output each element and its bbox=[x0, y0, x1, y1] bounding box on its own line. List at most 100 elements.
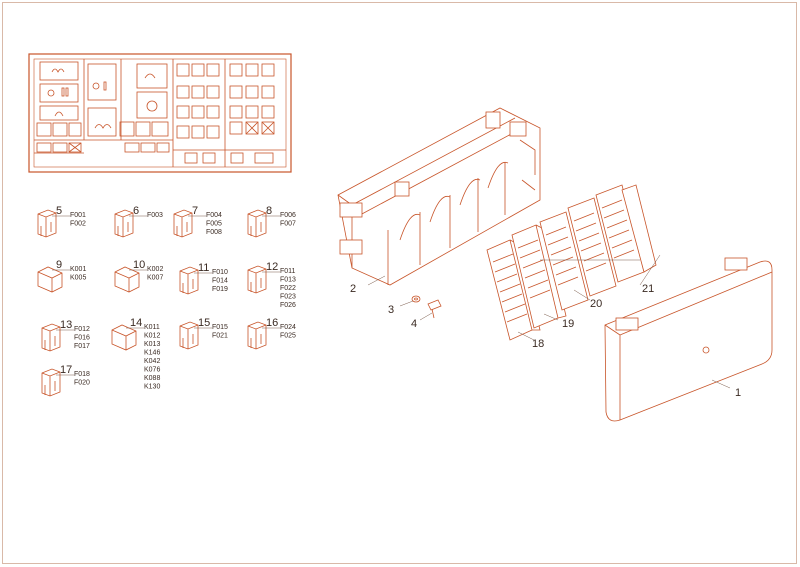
fuse-group-number: 7 bbox=[192, 205, 198, 217]
nut bbox=[411, 295, 421, 303]
light-icon bbox=[146, 100, 158, 112]
terminal-block-21 bbox=[595, 184, 657, 283]
fuse-code: K130 bbox=[144, 384, 160, 391]
fuse-code: K001 bbox=[70, 266, 86, 273]
fuse-code: F008 bbox=[206, 229, 222, 236]
fuse-code: K013 bbox=[144, 341, 160, 348]
fuse-code: K007 bbox=[147, 275, 163, 282]
relay-icon bbox=[37, 266, 63, 293]
fuse-box-cover bbox=[604, 257, 773, 422]
fuse-code: K076 bbox=[144, 367, 160, 374]
fuse-group-number: 6 bbox=[133, 205, 139, 217]
fuse-group-number: 11 bbox=[198, 262, 209, 274]
fuse-code: K002 bbox=[147, 266, 163, 273]
fuse-code: F021 bbox=[212, 333, 228, 340]
fuse-group-number: 16 bbox=[266, 317, 278, 329]
relay-icon bbox=[111, 324, 137, 351]
callout-2: 2 bbox=[350, 283, 356, 295]
fuse-code: F022 bbox=[280, 285, 296, 292]
callout-3: 3 bbox=[388, 304, 394, 316]
fuse-icon bbox=[247, 265, 267, 294]
callout-labels: 1 2 3 4 18 19 20 21 bbox=[350, 283, 741, 399]
fuse-group-number: 14 bbox=[130, 317, 142, 329]
callout-18: 18 bbox=[532, 338, 544, 350]
bolt bbox=[427, 299, 442, 319]
fuse-icon bbox=[247, 321, 267, 350]
fuse-group-number: 13 bbox=[60, 319, 72, 331]
callout-21: 21 bbox=[642, 283, 654, 295]
leader-lines bbox=[367, 254, 731, 389]
fuse-code: F003 bbox=[147, 212, 163, 219]
fuse-legend-card bbox=[28, 53, 292, 173]
callout-4: 4 bbox=[411, 318, 417, 330]
fuse-code: F010 bbox=[212, 269, 228, 276]
fuse-icon bbox=[37, 209, 57, 238]
callout-1: 1 bbox=[735, 387, 741, 399]
terminal-block-20 bbox=[539, 197, 617, 311]
fuse-code: F017 bbox=[74, 343, 90, 350]
legend-icon-grid-right bbox=[229, 63, 275, 164]
fuse-box-frame bbox=[337, 107, 541, 286]
fuse-code: F025 bbox=[280, 333, 296, 340]
fuse-code: F012 bbox=[74, 326, 90, 333]
fuse-code: F007 bbox=[280, 221, 296, 228]
fuse-code: F005 bbox=[206, 221, 222, 228]
fuse-code: K042 bbox=[144, 358, 160, 365]
fuse-code: K088 bbox=[144, 375, 160, 382]
fuse-group-number: 17 bbox=[60, 364, 72, 376]
fuse-code: K011 bbox=[144, 324, 160, 331]
legend-icon-grid bbox=[176, 63, 220, 164]
lock-icon bbox=[54, 111, 64, 117]
fuse-code: F023 bbox=[280, 294, 296, 301]
fuse-code: F013 bbox=[280, 277, 296, 284]
fuse-code: F002 bbox=[70, 221, 86, 228]
fuse-code: F016 bbox=[74, 335, 90, 342]
horn-icon bbox=[51, 68, 65, 73]
fuse-code: F026 bbox=[280, 302, 296, 309]
callout-19: 19 bbox=[562, 318, 574, 330]
fuse-code: K005 bbox=[70, 275, 86, 282]
callout-20: 20 bbox=[590, 298, 602, 310]
fuse-code: F014 bbox=[212, 278, 228, 285]
fuse-code: F006 bbox=[280, 212, 296, 219]
fuse-code: F011 bbox=[280, 268, 296, 275]
fuse-code: K012 bbox=[144, 333, 160, 340]
fuse-group-number: 8 bbox=[266, 205, 272, 217]
relay-icon bbox=[114, 266, 140, 293]
fuse-code: F001 bbox=[70, 212, 86, 219]
fuse-code: F004 bbox=[206, 212, 222, 219]
fuse-group-number: 15 bbox=[198, 317, 210, 329]
fuse-group-number: 10 bbox=[133, 259, 145, 271]
fuse-code: F015 bbox=[212, 324, 228, 331]
fuse-code: F018 bbox=[74, 371, 90, 378]
wiper-icon bbox=[144, 73, 156, 79]
fuse-code: K146 bbox=[144, 350, 160, 357]
fuse-code: F020 bbox=[74, 380, 90, 387]
fuse-icon bbox=[173, 209, 193, 238]
fuse-code: F019 bbox=[212, 286, 228, 293]
fuse-icon bbox=[41, 323, 61, 352]
fuse-group-number: 12 bbox=[266, 261, 278, 273]
fan-icon bbox=[47, 89, 55, 97]
fuse-group-number: 9 bbox=[56, 259, 62, 271]
fuse-group-number: 5 bbox=[56, 205, 62, 217]
fuse-icon bbox=[114, 209, 134, 238]
fuse-code: F024 bbox=[280, 324, 296, 331]
fuse-icon bbox=[179, 321, 199, 350]
